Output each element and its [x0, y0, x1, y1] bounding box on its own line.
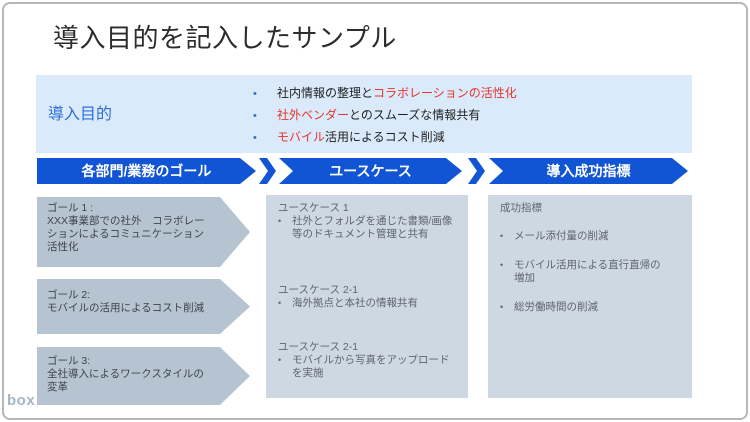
metrics-heading: 成功指標	[500, 202, 542, 214]
flow-header-goals: 各部門/業務のゴール	[37, 158, 256, 184]
usecase-block-1: ユースケース 1 • 社外とフォルダを通じた書類/画像等のドキュメント管理と共有	[278, 202, 458, 241]
goal-body: XXX事業部での社外 コラボレーションによるコミュニケーション活性化	[47, 215, 205, 253]
bullet-dot-icon: •	[500, 260, 504, 270]
usecase-item: • 社外とフォルダを通じた書類/画像等のドキュメント管理と共有	[278, 215, 458, 241]
bullet-dot-icon: •	[253, 132, 257, 144]
metrics-item-text: 総労働時間の削減	[514, 301, 598, 313]
bullet-dot-icon: •	[253, 88, 257, 100]
chevron-separator-icon	[259, 158, 276, 184]
metrics-item-text: モバイル活用による直行直帰の増加	[514, 259, 661, 284]
flow-header-goals-label: 各部門/業務のゴール	[81, 163, 212, 179]
goal-title: ゴール 3:	[47, 355, 91, 367]
purpose-bullet: • 社外ベンダーとのスムーズな情報共有	[253, 104, 517, 126]
purpose-bullet: • モバイル活用によるコスト削減	[253, 126, 517, 148]
goal-title: ゴール 1 :	[47, 202, 94, 214]
metrics-panel: 成功指標 • メール添付量の削減 • モバイル活用による直行直帰の増加 • 総労…	[488, 195, 692, 398]
metrics-item: • モバイル活用による直行直帰の増加	[500, 259, 682, 285]
bullet-dot-icon: •	[278, 355, 282, 365]
purpose-bullet-text: 社内情報の整理とコラボレーションの活性化	[277, 86, 517, 100]
goal-body: モバイルの活用によるコスト削減	[47, 302, 205, 314]
goal-arrow-3: ゴール 3: 全社導入によるワークスタイルの変革	[37, 347, 250, 405]
usecase-title: ユースケース 1	[278, 202, 349, 214]
bullet-dot-icon: •	[500, 231, 504, 241]
chevron-separator-icon	[468, 158, 485, 184]
metrics-item: • 総労働時間の削減	[500, 301, 682, 314]
purpose-bullet-text: 社外ベンダーとのスムーズな情報共有	[277, 108, 481, 122]
flow-header-metrics: 導入成功指標	[489, 158, 688, 184]
usecase-item-text: 海外拠点と本社の情報共有	[292, 297, 418, 309]
usecase-item-text: モバイルから写真をアップロードを実施	[292, 354, 450, 379]
usecase-panel: ユースケース 1 • 社外とフォルダを通じた書類/画像等のドキュメント管理と共有…	[266, 195, 468, 398]
flow-header-metrics-label: 導入成功指標	[546, 163, 631, 179]
usecase-item-text: 社外とフォルダを通じた書類/画像等のドキュメント管理と共有	[292, 215, 453, 240]
metrics-item-text: メール添付量の削減	[514, 230, 609, 242]
goal-title: ゴール 2:	[47, 289, 91, 301]
page-title: 導入目的を記入したサンプル	[53, 23, 397, 53]
goal-body: 全社導入によるワークスタイルの変革	[47, 368, 204, 393]
purpose-panel: 導入目的 • 社内情報の整理とコラボレーションの活性化 • 社外ベンダーとのスム…	[36, 75, 692, 153]
flow-header-usecases-label: ユースケース	[329, 163, 412, 179]
bullet-dot-icon: •	[253, 110, 257, 122]
usecase-block-2: ユースケース 2-1 • 海外拠点と本社の情報共有	[278, 284, 458, 310]
flow-header-usecases: ユースケース	[279, 158, 462, 184]
usecase-title: ユースケース 2-1	[278, 341, 359, 353]
purpose-bullet: • 社内情報の整理とコラボレーションの活性化	[253, 82, 517, 104]
box-logo: box	[7, 392, 36, 409]
bullet-dot-icon: •	[500, 302, 504, 312]
goal-arrow-1: ゴール 1 : XXX事業部での社外 コラボレーションによるコミュニケーション活…	[37, 197, 250, 267]
usecase-title: ユースケース 2-1	[278, 284, 359, 296]
purpose-label: 導入目的	[48, 106, 113, 123]
usecase-block-3: ユースケース 2-1 • モバイルから写真をアップロードを実施	[278, 341, 458, 380]
goal-arrow-2: ゴール 2: モバイルの活用によるコスト削減	[37, 279, 250, 334]
bullet-dot-icon: •	[278, 216, 282, 226]
usecase-item: • 海外拠点と本社の情報共有	[278, 297, 458, 310]
metrics-list: • メール添付量の削減 • モバイル活用による直行直帰の増加 • 総労働時間の削…	[500, 230, 682, 314]
metrics-item: • メール添付量の削減	[500, 230, 682, 243]
bullet-dot-icon: •	[278, 298, 282, 308]
usecase-item: • モバイルから写真をアップロードを実施	[278, 354, 458, 380]
purpose-bullet-text: モバイル活用によるコスト削減	[277, 130, 445, 144]
purpose-bullet-list: • 社内情報の整理とコラボレーションの活性化 • 社外ベンダーとのスムーズな情報…	[253, 82, 517, 148]
